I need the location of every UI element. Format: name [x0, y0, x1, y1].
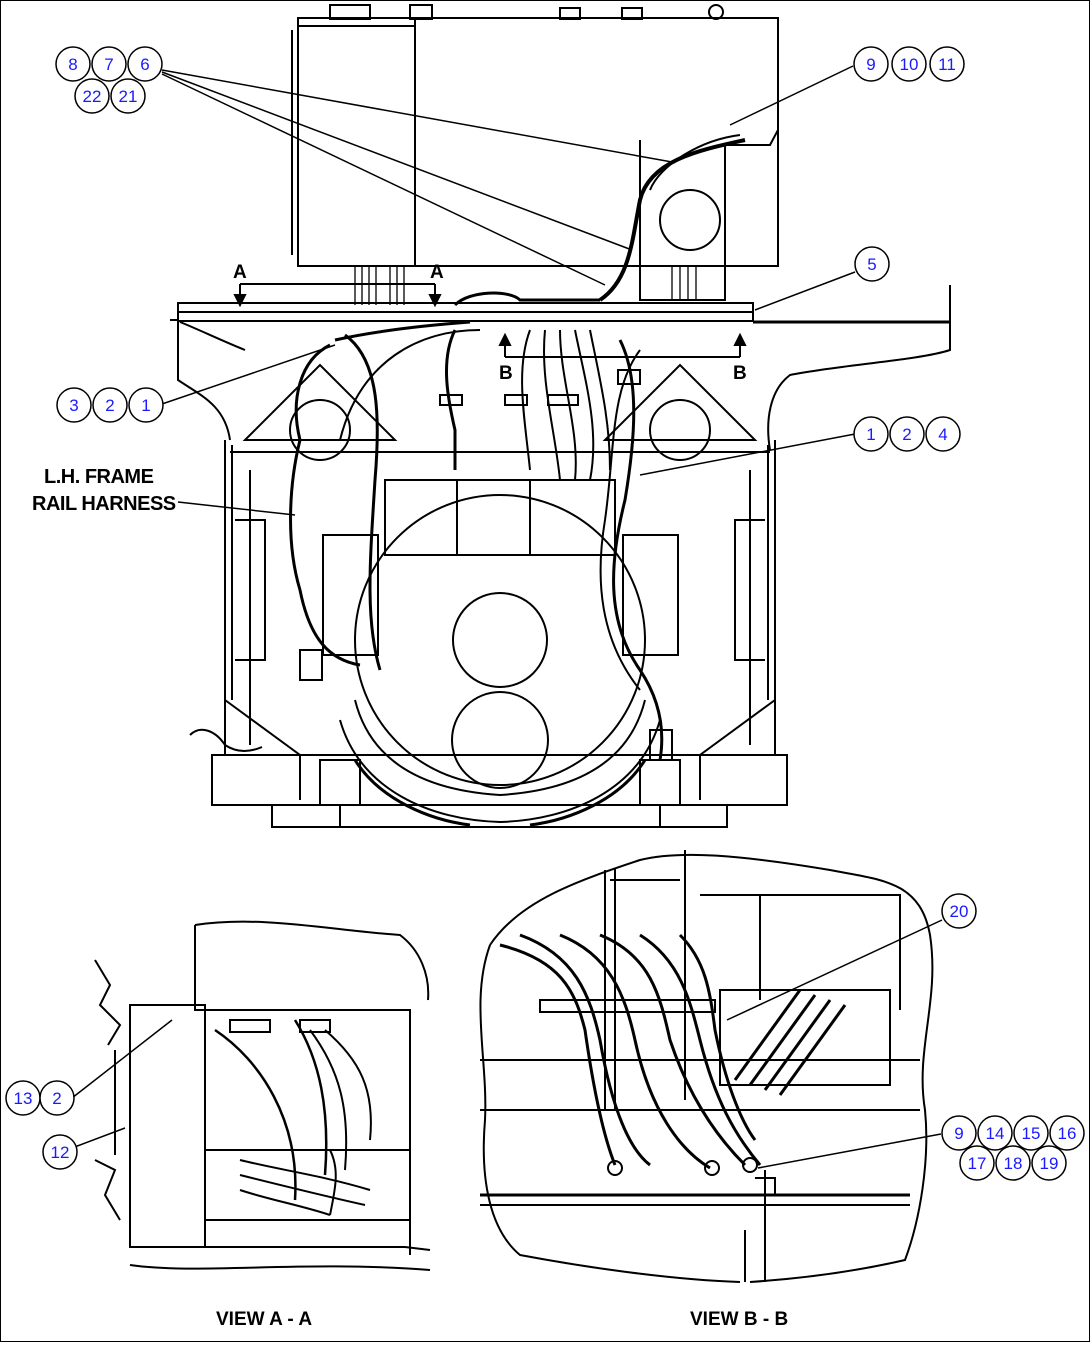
callout-circle [853, 416, 889, 452]
callout-number: 8 [68, 55, 77, 74]
callout-number: 19 [1040, 1154, 1059, 1173]
callout-bubble-19: 19 [1031, 1145, 1067, 1181]
callout-circle [925, 416, 961, 452]
main-view [170, 4, 951, 828]
callout-circle [39, 1080, 75, 1116]
callout-bubble-6: 6 [127, 46, 163, 82]
callout-circle [977, 1115, 1013, 1151]
callout-bubble-15: 15 [1013, 1115, 1049, 1151]
callout-bubble-20: 20 [941, 893, 977, 929]
callout-bubble-1: 1 [853, 416, 889, 452]
callout-number: 2 [52, 1089, 61, 1108]
callout-number: 22 [83, 87, 102, 106]
section-a-right: A [430, 262, 444, 283]
callout-bubble-2: 2 [92, 387, 128, 423]
callout-circle [941, 893, 977, 929]
callout-bubble-1: 1 [128, 387, 164, 423]
callout-number: 18 [1004, 1154, 1023, 1173]
callout-circle [1049, 1115, 1085, 1151]
callout-number: 2 [105, 396, 114, 415]
leader-lines [161, 65, 856, 516]
callout-bubble-5: 5 [854, 246, 890, 282]
callout-bubble-9: 9 [941, 1115, 977, 1151]
section-b-right: B [733, 363, 747, 384]
callout-circle [891, 46, 927, 82]
callout-number: 10 [900, 55, 919, 74]
callout-circle [128, 387, 164, 423]
callout-circle [110, 78, 146, 114]
callout-number: 17 [968, 1154, 987, 1173]
lh-frame-label-line2: RAIL HARNESS [32, 493, 176, 515]
callout-number: 12 [51, 1143, 70, 1162]
callout-bubble-18: 18 [995, 1145, 1031, 1181]
callout-circle [853, 46, 889, 82]
callout-bubble-4: 4 [925, 416, 961, 452]
callout-number: 21 [119, 87, 138, 106]
callout-number: 9 [954, 1124, 963, 1143]
callout-number: 11 [938, 55, 956, 74]
callout-circle [995, 1145, 1031, 1181]
callout-bubble-8: 8 [55, 46, 91, 82]
callout-bubble-17: 17 [959, 1145, 995, 1181]
callout-circle [56, 387, 92, 423]
callout-circle [55, 46, 91, 82]
section-b-left: B [499, 363, 513, 384]
callout-number: 3 [69, 396, 78, 415]
view-b-b-title: VIEW B - B [690, 1309, 788, 1330]
callout-bubble-10: 10 [891, 46, 927, 82]
callout-bubble-14: 14 [977, 1115, 1013, 1151]
callout-number: 9 [866, 55, 875, 74]
callout-bubble-11: 11 [929, 46, 965, 82]
section-marks [233, 283, 747, 358]
callout-number: 4 [938, 425, 947, 444]
callout-number: 1 [866, 425, 875, 444]
callout-bubble-2: 2 [39, 1080, 75, 1116]
callout-number: 13 [14, 1089, 33, 1108]
callout-number: 15 [1022, 1124, 1041, 1143]
callout-bubble-16: 16 [1049, 1115, 1085, 1151]
view-a-a-title: VIEW A - A [216, 1309, 312, 1330]
callout-number: 16 [1058, 1124, 1077, 1143]
callout-bubble-3: 3 [56, 387, 92, 423]
callout-circle [42, 1134, 78, 1170]
view-b-b [479, 850, 934, 1283]
callout-number: 7 [104, 55, 113, 74]
callout-number: 20 [950, 902, 969, 921]
callout-bubble-9: 9 [853, 46, 889, 82]
callout-circle [1031, 1145, 1067, 1181]
callout-circle [91, 46, 127, 82]
section-a-left: A [233, 262, 247, 283]
callout-number: 14 [986, 1124, 1005, 1143]
callout-number: 6 [140, 55, 149, 74]
callout-circle [92, 387, 128, 423]
callout-number: 1 [141, 396, 150, 415]
callout-circle [74, 78, 110, 114]
callout-number: 2 [902, 425, 911, 444]
callout-bubble-13: 13 [5, 1080, 41, 1116]
callout-bubble-2: 2 [889, 416, 925, 452]
callout-circle [929, 46, 965, 82]
callout-circle [959, 1145, 995, 1181]
callout-bubble-21: 21 [110, 78, 146, 114]
lh-frame-label-line1: L.H. FRAME [44, 466, 154, 488]
callout-circle [854, 246, 890, 282]
callout-bubble-22: 22 [74, 78, 110, 114]
view-a-a [94, 920, 431, 1271]
callout-circle [889, 416, 925, 452]
callout-number: 5 [867, 255, 876, 274]
callout-circle [1013, 1115, 1049, 1151]
callout-circle [127, 46, 163, 82]
callout-bubble-12: 12 [42, 1134, 78, 1170]
callout-circle [941, 1115, 977, 1151]
callout-bubble-7: 7 [91, 46, 127, 82]
